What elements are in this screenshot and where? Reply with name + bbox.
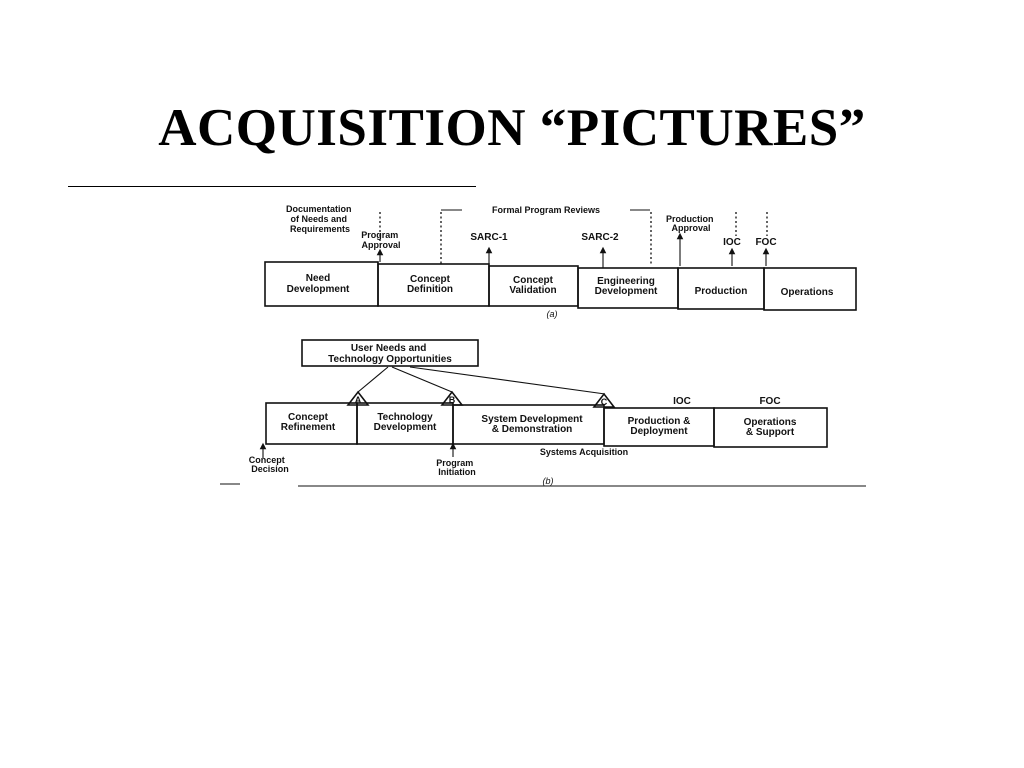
- box-operations-support: [713, 407, 828, 448]
- formal-reviews-label: Formal Program Reviews: [492, 205, 600, 215]
- program-initiation-label: Program Initiation: [436, 458, 476, 477]
- box-system-development-label: System Development& Demonstration: [481, 414, 583, 435]
- milestone-c-label: C: [601, 397, 608, 407]
- caption-a: (a): [547, 309, 558, 319]
- milestone-b-label: B: [449, 395, 456, 405]
- box-operations-support-label: Operations& Support: [744, 417, 797, 438]
- box-operations-label: Operations: [781, 287, 834, 298]
- concept-decision-label: Concept Decision: [249, 455, 289, 474]
- sarc2-label: SARC-2: [581, 232, 619, 243]
- documentation-label: Documentation of Needs and Requirements: [286, 204, 354, 234]
- production-approval-label: Production Approval: [666, 214, 716, 233]
- diagram-a: Documentation of Needs and Requirements …: [264, 204, 857, 319]
- box-production-deployment-label: Production &Deployment: [628, 416, 691, 437]
- box-production-label: Production: [695, 286, 748, 297]
- box-user-needs-label: User Needs and Technology Opportunities: [328, 343, 452, 365]
- line-to-c: [409, 366, 606, 395]
- title-underline: [68, 186, 476, 187]
- milestone-a-triangle: [346, 390, 370, 406]
- foc-label-a: FOC: [755, 237, 776, 248]
- ioc-label-b: IOC: [673, 396, 691, 407]
- systems-acquisition-label: Systems Acquisition: [540, 447, 628, 457]
- milestone-b-triangle: [440, 390, 464, 406]
- slide-title: ACQUISITION “PICTURES”: [158, 99, 866, 157]
- line-to-a: [357, 366, 389, 393]
- ioc-label-a: IOC: [723, 237, 741, 248]
- foc-label-b: FOC: [759, 396, 780, 407]
- caption-b: (b): [543, 476, 554, 486]
- box-operations: [763, 267, 857, 311]
- diagram-b: User Needs and Technology Opportunities …: [220, 339, 866, 487]
- line-to-b: [391, 366, 453, 393]
- program-approval-label: Program Approval: [361, 230, 401, 250]
- box-user-needs: [301, 339, 479, 367]
- sarc1-label: SARC-1: [470, 232, 508, 243]
- milestone-a-label: A: [355, 395, 362, 405]
